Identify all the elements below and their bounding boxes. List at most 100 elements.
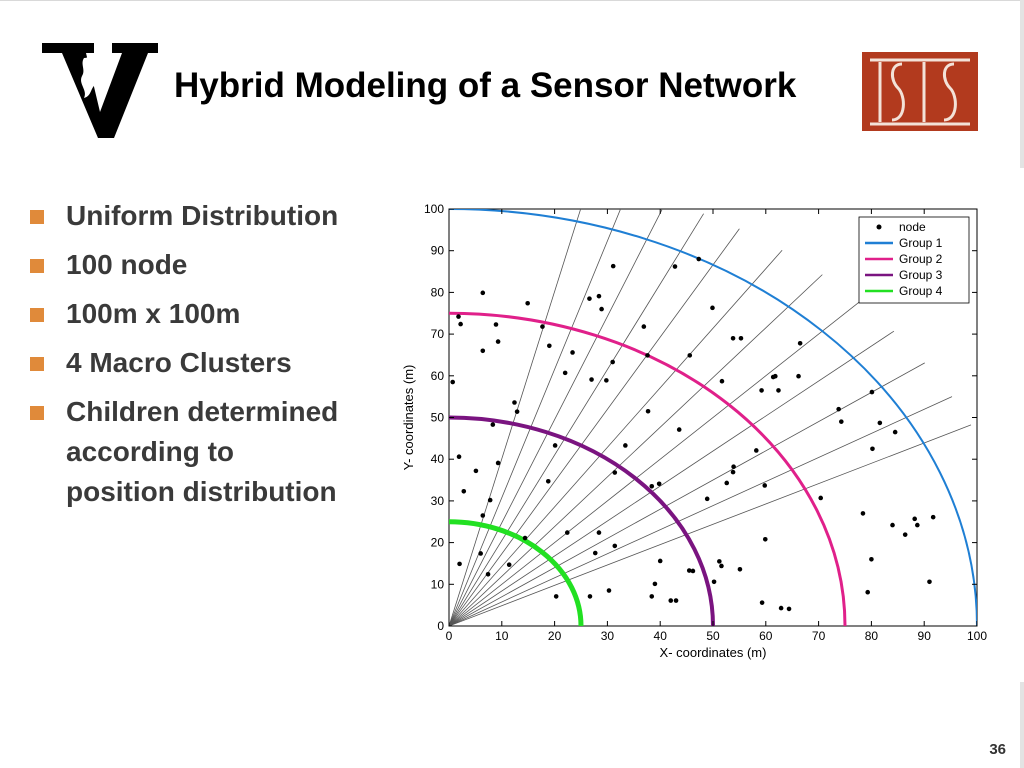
y-tick-label: 80 — [431, 285, 445, 299]
arc-group-2 — [449, 311, 847, 626]
node-point — [457, 561, 462, 567]
node-point — [786, 606, 792, 612]
y-tick-label: 20 — [431, 536, 445, 550]
bullet-item: 100m x 100m — [30, 294, 410, 334]
node-point — [839, 419, 844, 424]
node-point — [912, 516, 917, 522]
bullet-text: 100 node — [66, 249, 188, 280]
node-point — [657, 558, 663, 564]
x-tick-label: 0 — [446, 629, 453, 643]
x-tick-label: 30 — [601, 629, 615, 643]
node-point — [478, 551, 483, 556]
x-tick-label: 20 — [548, 629, 562, 643]
node-point — [730, 469, 736, 475]
y-axis-label: Y- coordinates (m) — [401, 365, 416, 471]
node-point — [652, 581, 658, 587]
node-point — [710, 305, 715, 311]
node-point — [668, 598, 674, 603]
node-point — [480, 513, 486, 518]
node-point — [717, 559, 722, 564]
bullet-marker — [30, 308, 44, 322]
node-point — [512, 400, 517, 405]
node-point — [753, 448, 759, 453]
node-point — [480, 348, 486, 354]
x-tick-label: 60 — [759, 629, 773, 643]
x-tick-label: 40 — [654, 629, 668, 643]
node-point — [599, 306, 604, 312]
bullet-item: 4 Macro Clusters — [30, 343, 410, 383]
node-point — [836, 406, 841, 412]
node-point — [869, 389, 875, 395]
cluster-ray — [449, 396, 953, 626]
y-tick-label: 0 — [437, 619, 444, 633]
bullet-item: Uniform Distribution — [30, 196, 410, 236]
node-point — [514, 409, 520, 414]
bullet-text: 100m x 100m — [66, 298, 241, 329]
arc-group-3 — [449, 415, 715, 626]
top-border — [0, 0, 1024, 1]
node-point — [690, 568, 696, 574]
x-tick-label: 70 — [812, 629, 826, 643]
node-point — [759, 388, 764, 393]
y-tick-label: 100 — [424, 202, 444, 216]
node-point — [773, 373, 778, 379]
bullet-marker — [30, 357, 44, 371]
node-point — [596, 530, 602, 535]
node-point — [596, 293, 602, 299]
node-point — [495, 339, 501, 344]
node-point — [656, 481, 662, 487]
cluster-ray — [449, 209, 663, 626]
node-point — [762, 483, 768, 488]
node-point — [738, 335, 744, 341]
node-point — [865, 589, 871, 595]
node-point — [673, 598, 679, 603]
node-point — [696, 256, 702, 262]
y-tick-label: 10 — [431, 577, 445, 591]
node-point — [589, 377, 594, 382]
node-point — [730, 335, 736, 341]
node-point — [552, 443, 558, 448]
node-point — [522, 535, 528, 541]
node-point — [564, 530, 570, 535]
node-point — [762, 536, 768, 542]
right-border-upper — [1020, 0, 1024, 168]
node-point — [493, 322, 499, 327]
node-point — [480, 290, 486, 296]
node-point — [485, 571, 491, 577]
node-point — [877, 420, 883, 426]
cluster-ray — [449, 274, 823, 626]
node-point — [686, 568, 692, 573]
node-point — [645, 353, 650, 358]
node-point — [704, 496, 710, 502]
x-tick-label: 100 — [967, 629, 987, 643]
bullet-item: Children determined according to positio… — [30, 392, 410, 512]
node-point — [450, 379, 455, 385]
node-point — [495, 460, 501, 466]
plot-content — [449, 209, 977, 626]
bullet-marker — [30, 210, 44, 224]
node-point — [818, 495, 824, 501]
node-point — [456, 314, 461, 319]
node-point — [473, 468, 479, 474]
node-point — [796, 373, 801, 379]
node-point — [737, 566, 743, 572]
node-point — [860, 511, 866, 516]
node-point — [604, 378, 609, 383]
node-point — [649, 484, 655, 489]
bullet-text: Uniform Distribution — [66, 200, 339, 231]
node-point — [570, 350, 575, 355]
node-point — [676, 427, 682, 432]
vanderbilt-v-logo — [42, 43, 158, 138]
legend-label: Group 4 — [899, 284, 943, 298]
legend-label: Group 3 — [899, 268, 943, 282]
x-axis-label: X- coordinates (m) — [660, 645, 767, 660]
node-point — [711, 579, 717, 585]
cluster-ray — [449, 249, 783, 626]
node-point — [869, 556, 874, 562]
cluster-ray — [449, 228, 740, 626]
cluster-ray — [449, 424, 972, 626]
bullet-text: Children determined according to positio… — [66, 396, 339, 507]
node-point — [540, 324, 545, 329]
node-point — [487, 497, 493, 503]
node-point — [672, 264, 678, 269]
